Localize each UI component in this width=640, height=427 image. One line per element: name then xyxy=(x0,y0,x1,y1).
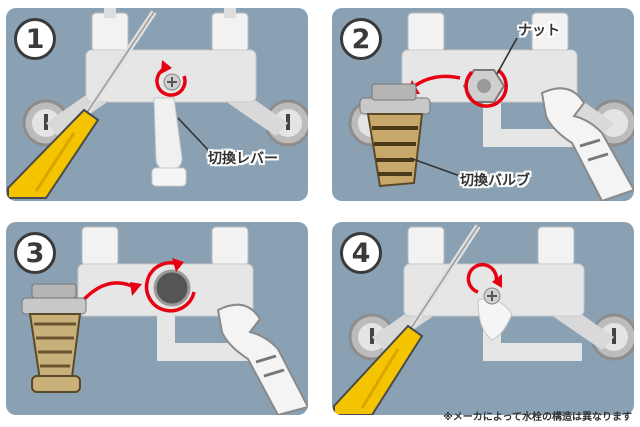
nut-label: ナット xyxy=(518,23,560,39)
step-4-panel: 4 xyxy=(332,222,634,415)
new-valve-icon xyxy=(21,283,87,393)
valve-socket xyxy=(153,269,191,307)
step-3-illustration xyxy=(21,226,308,415)
step-2-illustration xyxy=(348,12,634,201)
step-number-4: 4 xyxy=(340,232,382,274)
screwdriver-icon xyxy=(7,10,157,199)
cold-valve-handle xyxy=(211,12,249,52)
wrench-icon xyxy=(540,87,634,201)
hot-valve-handle xyxy=(91,12,129,52)
step-number-3: 3 xyxy=(14,232,56,274)
step-1-illustration xyxy=(7,8,308,199)
manufacturer-footnote: ※メーカによって水栓の構造は異なります xyxy=(443,412,632,423)
step-1-panel: 1 切換レバー xyxy=(6,8,308,201)
rotate-arrow-icon xyxy=(464,68,508,108)
step-number-1: 1 xyxy=(14,18,56,60)
switch-valve-icon xyxy=(359,83,431,188)
step-4-illustration xyxy=(333,224,634,415)
step-2-panel: 2 ナット 切換バルブ xyxy=(332,8,634,201)
rotate-arrow-icon xyxy=(155,66,187,97)
switch-lever-label: 切換レバー xyxy=(208,151,278,167)
screwdriver-icon xyxy=(333,224,481,415)
switch-lever xyxy=(153,97,183,171)
rotate-arrow-icon xyxy=(466,262,499,294)
step-number-2: 2 xyxy=(340,18,382,60)
rotate-arrow-icon xyxy=(144,261,196,313)
wrench-icon xyxy=(216,303,308,415)
switch-valve-label: 切換バルブ xyxy=(460,173,530,189)
step-3-panel: 3 xyxy=(6,222,308,415)
